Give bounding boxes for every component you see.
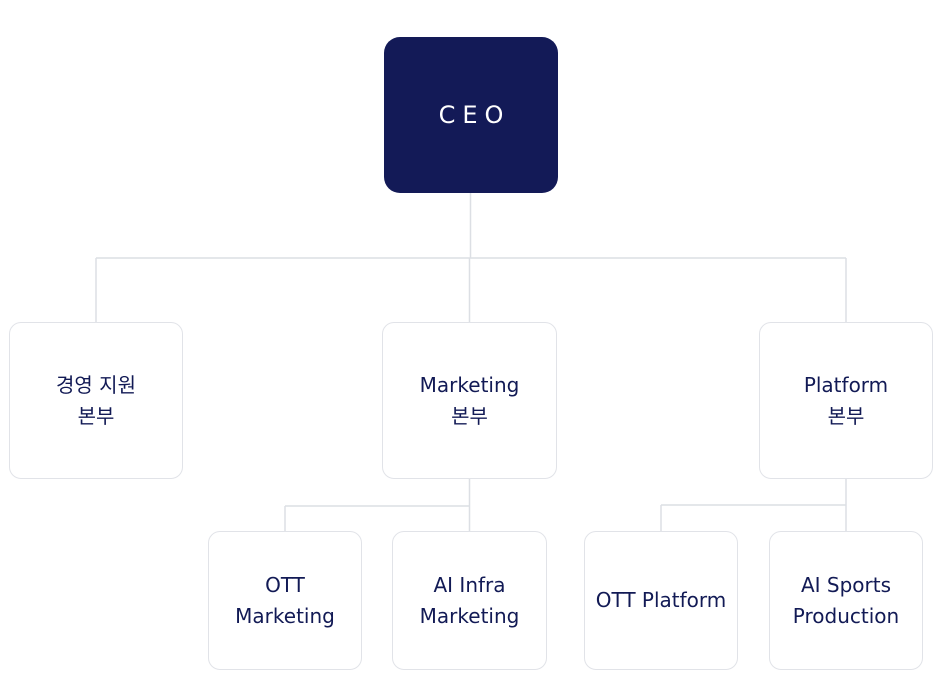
ai-infra-sublabel: Marketing bbox=[419, 603, 520, 628]
platform-node: Platform 본부 bbox=[759, 322, 933, 479]
marketing-sublabel: 본부 bbox=[451, 403, 488, 428]
platform-label: Platform bbox=[803, 372, 889, 397]
ott-platform-label: OTT Platform bbox=[595, 588, 727, 612]
ai-infra-marketing-node: AI Infra Marketing bbox=[392, 531, 547, 670]
ott-marketing-label: OTT bbox=[265, 572, 305, 597]
management-support-label: 경영 지원 bbox=[56, 372, 136, 397]
ott-marketing-node: OTT Marketing bbox=[208, 531, 362, 670]
ott-platform-node: OTT Platform bbox=[584, 531, 738, 670]
ott-marketing-sublabel: Marketing bbox=[235, 603, 335, 628]
management-support-node: 경영 지원 본부 bbox=[9, 322, 183, 479]
ceo-node: CEO bbox=[384, 37, 558, 193]
marketing-label: Marketing bbox=[419, 372, 520, 397]
ai-infra-label: AI Infra bbox=[433, 572, 506, 597]
ai-sports-label: AI Sports bbox=[800, 572, 892, 597]
ai-sports-sublabel: Production bbox=[792, 603, 900, 628]
ceo-label: CEO bbox=[438, 100, 511, 129]
marketing-node: Marketing 본부 bbox=[382, 322, 557, 479]
ai-sports-production-node: AI Sports Production bbox=[769, 531, 923, 670]
management-support-sublabel: 본부 bbox=[77, 403, 115, 428]
platform-sublabel: 본부 bbox=[827, 403, 865, 428]
